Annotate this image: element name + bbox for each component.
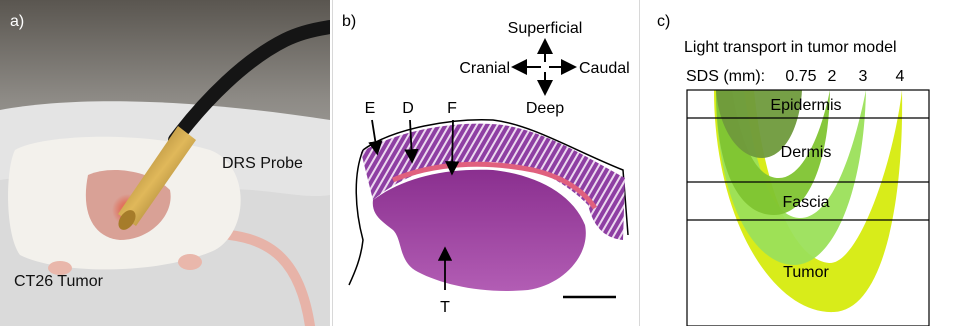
tumor-label: CT26 Tumor [14, 273, 103, 291]
label-epidermis-letter: E [365, 100, 376, 117]
layer-dermis: Dermis [781, 144, 832, 161]
layer-epidermis: Epidermis [770, 97, 841, 114]
sds-value-4: 4 [896, 68, 905, 85]
label-dermis-letter: D [402, 100, 414, 117]
panel-c-model: Light transport in tumor model SDS (mm):… [644, 0, 954, 326]
histology-diagram: Superficial Cranial Caudal Deep E D F T [333, 0, 639, 326]
sds-value-3: 3 [859, 68, 868, 85]
panel-b-histology: Superficial Cranial Caudal Deep E D F T … [332, 0, 640, 326]
panel-c-label: c) [657, 13, 670, 31]
compass-superficial: Superficial [508, 20, 583, 37]
compass-cranial: Cranial [459, 60, 510, 77]
sds-prefix: SDS (mm): [686, 68, 765, 85]
panel-a-label: a) [10, 13, 24, 31]
label-fascia-letter: F [447, 100, 457, 117]
sds-value-0-75: 0.75 [785, 68, 816, 85]
compass-caudal: Caudal [579, 60, 630, 77]
compass-deep: Deep [526, 100, 564, 117]
sds-value-2: 2 [828, 68, 837, 85]
layer-tumor: Tumor [783, 264, 829, 281]
label-tumor-letter: T [440, 299, 450, 316]
probe-label: DRS Probe [222, 155, 303, 173]
light-transport-diagram: Light transport in tumor model SDS (mm):… [644, 0, 954, 326]
model-title: Light transport in tumor model [684, 39, 897, 56]
panel-b-label: b) [342, 13, 356, 31]
panel-a-photo: a) DRS Probe CT26 Tumor [0, 0, 330, 326]
layer-fascia: Fascia [782, 194, 829, 211]
